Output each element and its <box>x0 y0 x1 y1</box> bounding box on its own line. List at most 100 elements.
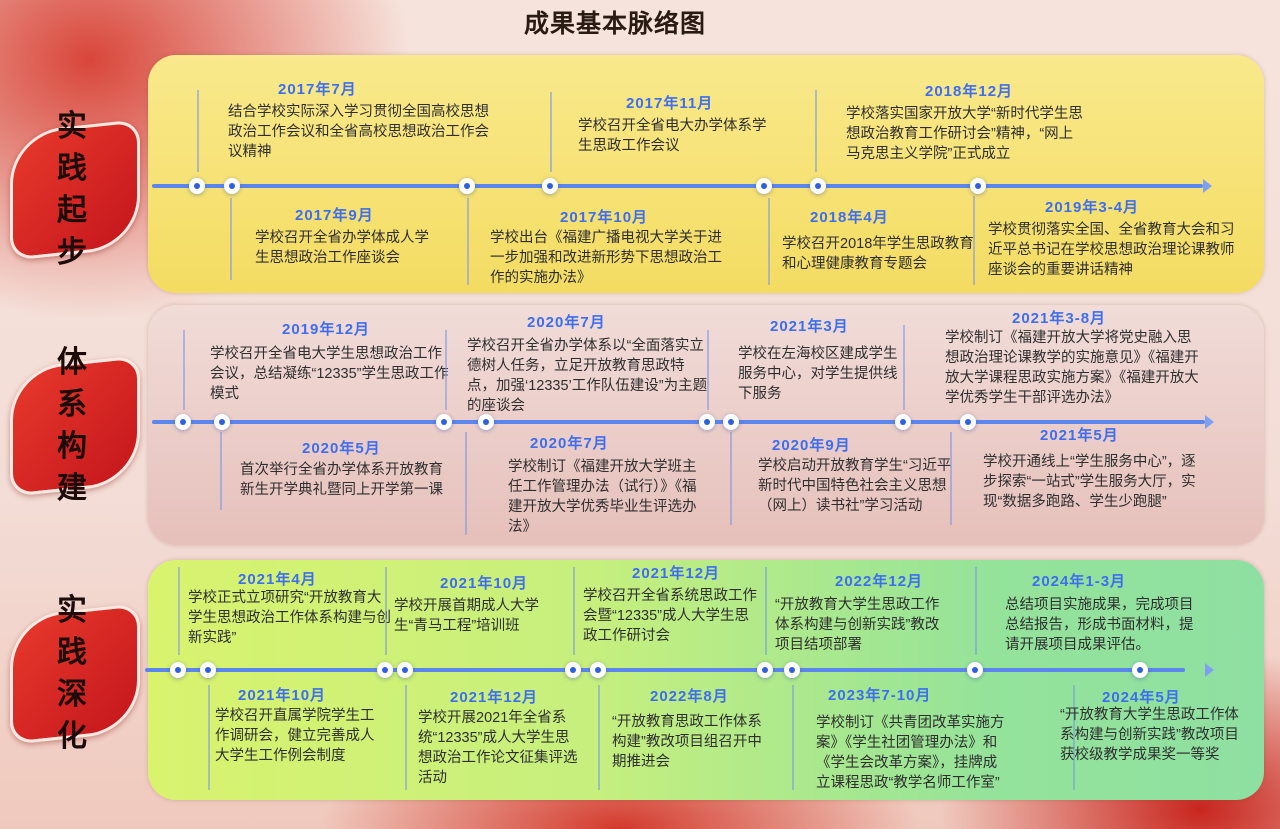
event-description: 学校召开全省系统思政工作会暨“12335”成人大学生思政工作研讨会 <box>583 588 757 644</box>
event-description: 学校开展首期成人大学生“青马工程”培训班 <box>394 598 539 634</box>
panel-practice-start <box>148 55 1264 293</box>
event-date: 2024年1-3月 <box>1032 573 1127 590</box>
event-description: “开放教育思政工作体系构建”教改项目组召开中期推进会 <box>612 714 762 770</box>
event-date: 2022年8月 <box>650 688 729 705</box>
timeline-node-icon <box>1132 662 1148 678</box>
timeline-node-icon <box>436 414 452 430</box>
event-description: 学校制订《共青团改革实施方案》《学生社团管理办法》和《学生会改革方案》，挂牌成立… <box>816 715 1005 791</box>
event-connector <box>208 685 210 790</box>
event-connector <box>598 685 600 790</box>
event-date: 2017年9月 <box>295 207 374 224</box>
timeline-line <box>152 420 1205 424</box>
event-date: 2021年12月 <box>632 565 721 582</box>
event-date: 2017年10月 <box>560 209 649 226</box>
timeline-node-icon <box>699 414 715 430</box>
event-date: 2020年5月 <box>302 440 381 457</box>
event-connector <box>1073 685 1075 790</box>
event-description: 学校召开2018年学生思政教育和心理健康教育专题会 <box>782 236 974 272</box>
timeline-node-icon <box>784 662 800 678</box>
event-description: 学校制订《福建开放大学将党史融入思想政治理论课教学的实施意见》《福建开放大学课程… <box>945 330 1199 406</box>
event-connector <box>197 90 199 172</box>
event-date: 2021年3月 <box>770 318 849 335</box>
event-connector <box>950 432 952 525</box>
timeline-line <box>152 184 1203 188</box>
event-connector <box>550 92 552 172</box>
event-description: 学校召开全省办学体成人学生思想政治工作座谈会 <box>255 230 429 266</box>
event-date: 2019年12月 <box>282 321 371 338</box>
event-connector <box>707 330 709 410</box>
event-description: 学校召开全省电大办学体系学生思政工作会议 <box>578 118 767 154</box>
event-connector <box>385 567 387 655</box>
timeline-node-icon <box>542 178 558 194</box>
event-description: 学校出台《福建广播电视大学关于进一步加强和改进新形势下思想政治工作的实施办法》 <box>490 230 722 286</box>
timeline-node-icon <box>377 662 393 678</box>
event-connector <box>465 432 467 535</box>
event-connector <box>792 685 794 790</box>
timeline-node-icon <box>189 178 205 194</box>
timeline-node-icon <box>478 414 494 430</box>
event-connector <box>405 685 407 790</box>
timeline-line <box>145 668 1185 672</box>
timeline-arrow-icon <box>1205 663 1214 677</box>
timeline-node-icon <box>723 414 739 430</box>
event-connector <box>903 325 905 410</box>
event-connector <box>467 198 469 285</box>
event-connector <box>220 432 222 510</box>
event-date: 2020年7月 <box>527 314 606 331</box>
event-description: 学校开展2021年全省系统“12335”成人大学生思想政治工作论文征集评选活动 <box>418 710 578 786</box>
event-date: 2023年7-10月 <box>828 687 932 704</box>
event-connector <box>445 330 447 410</box>
event-connector <box>183 330 185 410</box>
timeline-node-icon <box>224 178 240 194</box>
timeline-node-icon <box>895 414 911 430</box>
section-label: 体系构建 <box>57 345 93 506</box>
event-description: “开放教育大学生思政工作体系构建与创新实践”教改项目结项部署 <box>775 597 940 653</box>
section-label: 实践起步 <box>57 109 93 270</box>
event-date: 2017年7月 <box>278 81 357 98</box>
event-connector <box>765 567 767 655</box>
event-description: 学校落实国家开放大学“新时代学生思想政治教育工作研讨会”精神，“网上马克思主义学… <box>846 106 1083 162</box>
page-title: 成果基本脉络图 <box>523 9 706 38</box>
event-connector <box>768 198 770 285</box>
event-date: 2021年12月 <box>450 689 539 706</box>
event-description: 学校正式立项研究“开放教育大学生思想政治工作体系构建与创新实践” <box>188 590 391 646</box>
event-date: 2018年12月 <box>925 83 1014 100</box>
event-description: 学校开通线上“学生服务中心”，逐步探索“一站式”学生服务大厅，实现“数据多跑路、… <box>983 454 1196 510</box>
timeline-arrow-icon <box>1205 415 1214 429</box>
event-connector <box>178 567 180 655</box>
event-connector <box>730 432 732 525</box>
event-connector <box>975 567 977 655</box>
event-description: 学校制订《福建开放大学班主任工作管理办法（试行）》《福建开放大学优秀毕业生评选办… <box>508 459 697 535</box>
event-connector <box>973 196 975 285</box>
timeline-node-icon <box>170 662 186 678</box>
event-date: 2024年5月 <box>1102 689 1181 706</box>
event-date: 2021年4月 <box>238 571 317 588</box>
timeline-node-icon <box>214 414 230 430</box>
timeline-node-icon <box>970 178 986 194</box>
event-date: 2020年7月 <box>530 435 609 452</box>
timeline-node-icon <box>459 178 475 194</box>
section-ribbon-practice-deepen: 实践深化 <box>10 593 140 754</box>
section-ribbon-system-build: 体系构建 <box>10 345 140 506</box>
event-date: 2021年5月 <box>1040 427 1119 444</box>
timeline-node-icon <box>756 178 772 194</box>
event-connector <box>815 90 817 172</box>
event-date: 2021年3-8月 <box>1012 310 1107 327</box>
event-date: 2018年4月 <box>810 209 889 226</box>
timeline-node-icon <box>967 662 983 678</box>
event-description: 学校贯彻落实全国、全省教育大会和习近平总书记在学校思想政治理论课教师座谈会的重要… <box>988 222 1235 278</box>
event-date: 2020年9月 <box>772 437 851 454</box>
event-description: 首次举行全省办学体系开放教育新生开学典礼暨同上开学第一课 <box>240 462 443 498</box>
timeline-node-icon <box>757 662 773 678</box>
event-description: 总结项目实施成果，完成项目总结报告，形成书面材料，提请开展项目成果评估。 <box>1005 597 1194 653</box>
event-connector <box>573 567 575 655</box>
timeline-node-icon <box>397 662 413 678</box>
timeline-node-icon <box>175 414 191 430</box>
timeline-node-icon <box>590 662 606 678</box>
event-date: 2021年10月 <box>238 687 327 704</box>
event-date: 2017年11月 <box>626 95 714 112</box>
event-description: “开放教育大学生思政工作体系构建与创新实践”教改项目获校级教学成果奖一等奖 <box>1060 707 1239 763</box>
event-date: 2022年12月 <box>835 573 924 590</box>
event-connector <box>230 198 232 280</box>
event-description: 学校召开直属学院学生工作调研会，健立完善成人大学生工作例会制度 <box>215 708 375 764</box>
